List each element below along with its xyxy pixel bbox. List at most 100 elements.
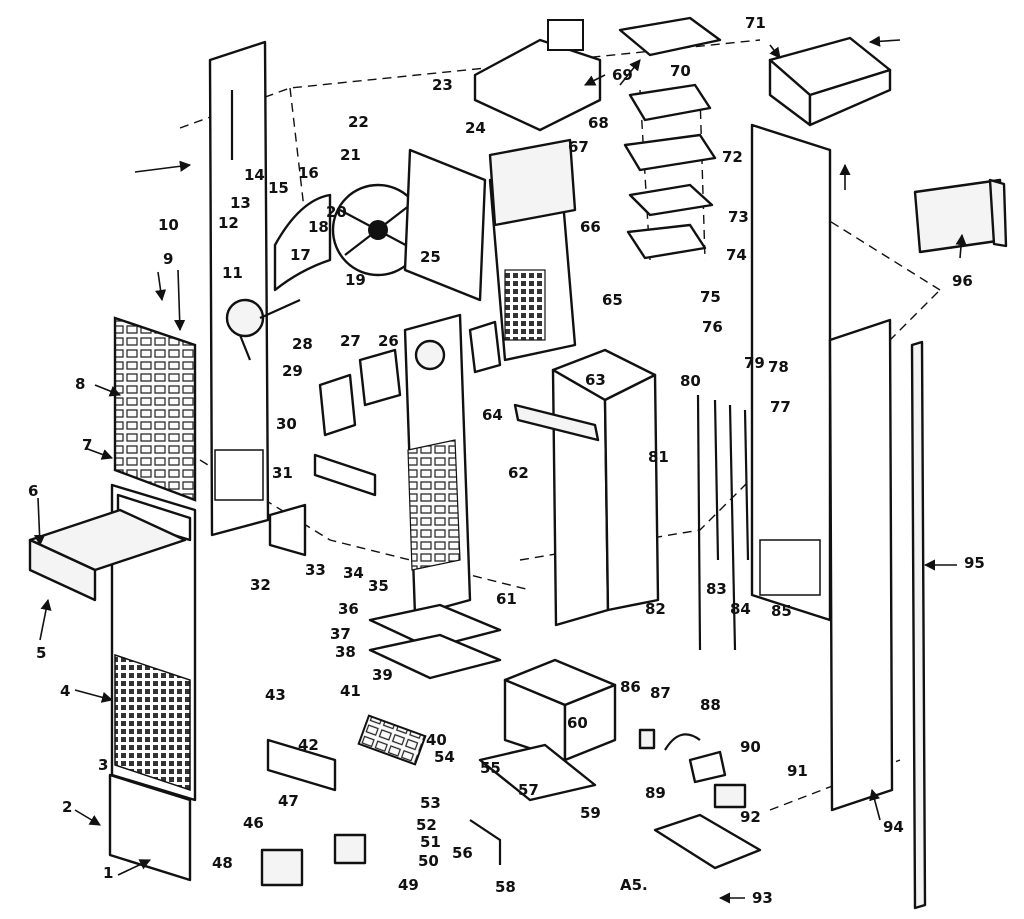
callout-84: 84	[730, 600, 751, 618]
callout-17: 17	[290, 246, 311, 264]
callout-41: 41	[340, 682, 361, 700]
callout-23: 23	[432, 76, 453, 94]
strip-43	[266, 738, 337, 792]
callout-46: 46	[243, 814, 264, 832]
burner-box	[503, 658, 617, 762]
filter	[913, 178, 1008, 254]
callout-65: 65	[602, 291, 623, 309]
callout-19: 19	[345, 271, 366, 289]
callout-80: 80	[680, 372, 701, 390]
callout-21: 21	[340, 146, 361, 164]
burner-coil	[357, 714, 427, 766]
callout-92: 92	[740, 808, 761, 826]
motor	[225, 298, 301, 361]
callout-75: 75	[700, 288, 721, 306]
callout-58: 58	[495, 878, 516, 896]
callout-89: 89	[645, 784, 666, 802]
callout-50: 50	[418, 852, 439, 870]
callout-18: 18	[308, 218, 329, 236]
callout-37: 37	[330, 625, 351, 643]
callout-66: 66	[580, 218, 601, 236]
callout-64: 64	[482, 406, 503, 424]
transformer	[260, 833, 367, 887]
callout-20: 20	[326, 203, 347, 221]
callout-88: 88	[700, 696, 721, 714]
callout-7: 7	[82, 436, 92, 454]
burner-bracket	[268, 453, 377, 557]
control-components	[638, 728, 762, 870]
callout-25: 25	[420, 248, 441, 266]
callout-42: 42	[298, 736, 319, 754]
callout-27: 27	[340, 332, 361, 350]
callout-30: 30	[276, 415, 297, 433]
callout-38: 38	[335, 643, 356, 661]
callout-12: 12	[218, 214, 239, 232]
callout-61: 61	[496, 590, 517, 608]
upper-grille	[113, 316, 197, 502]
plates-27-28	[318, 348, 402, 437]
callout-74: 74	[726, 246, 747, 264]
rod	[469, 819, 502, 865]
callout-57: 57	[518, 781, 539, 799]
top-cover	[768, 36, 892, 127]
callout-35: 35	[368, 577, 389, 595]
callout-94: 94	[883, 818, 904, 836]
center-panel	[551, 348, 660, 627]
left-side-panel	[208, 40, 270, 537]
callout-6: 6	[28, 482, 38, 500]
callout-59: 59	[580, 804, 601, 822]
callout-15: 15	[268, 179, 289, 197]
stacked-gaskets	[618, 16, 722, 260]
callout-83: 83	[706, 580, 727, 598]
callout-29: 29	[282, 362, 303, 380]
callout-4: 4	[60, 682, 70, 700]
trim-strip	[910, 340, 927, 910]
callout-9: 9	[163, 250, 173, 268]
front-panel	[110, 483, 197, 802]
callout-22: 22	[348, 113, 369, 131]
callout-60: 60	[567, 714, 588, 732]
side-shroud	[273, 193, 332, 292]
callout-2: 2	[62, 798, 72, 816]
callout-1: 1	[103, 864, 113, 882]
bracket	[513, 403, 600, 442]
callout-51: 51	[420, 833, 441, 851]
heat-exchanger	[403, 313, 472, 617]
callout-34: 34	[343, 564, 364, 582]
callout-43: 43	[265, 686, 286, 704]
callout-48: 48	[212, 854, 233, 872]
callout-76: 76	[702, 318, 723, 336]
blower-housing	[403, 148, 487, 302]
callout-16: 16	[298, 164, 319, 182]
callout-10: 10	[158, 216, 179, 234]
base-plate	[478, 743, 597, 802]
right-rear-panel	[750, 123, 832, 622]
heat-exchanger-upper	[488, 138, 577, 362]
callout-26: 26	[378, 332, 399, 350]
callout-49: 49	[398, 876, 419, 894]
callout-90: 90	[740, 738, 761, 756]
right-side-panel	[828, 318, 894, 812]
callout-77: 77	[770, 398, 791, 416]
callout-52: 52	[416, 816, 437, 834]
callout-13: 13	[230, 194, 251, 212]
sheet-code: A5.	[620, 876, 648, 894]
callout-36: 36	[338, 600, 359, 618]
lower-cover	[28, 508, 187, 602]
callout-11: 11	[222, 264, 243, 282]
callout-5: 5	[36, 644, 46, 662]
callout-79: 79	[744, 354, 765, 372]
callout-70: 70	[670, 62, 691, 80]
callout-91: 91	[787, 762, 808, 780]
callout-47: 47	[278, 792, 299, 810]
callout-68: 68	[588, 114, 609, 132]
callout-24: 24	[465, 119, 486, 137]
callout-95: 95	[964, 554, 985, 572]
vent-hood	[473, 19, 602, 132]
callout-53: 53	[420, 794, 441, 812]
base-gaskets	[368, 603, 502, 680]
callout-54: 54	[434, 748, 455, 766]
callout-69: 69	[612, 66, 633, 84]
callout-56: 56	[452, 844, 473, 862]
